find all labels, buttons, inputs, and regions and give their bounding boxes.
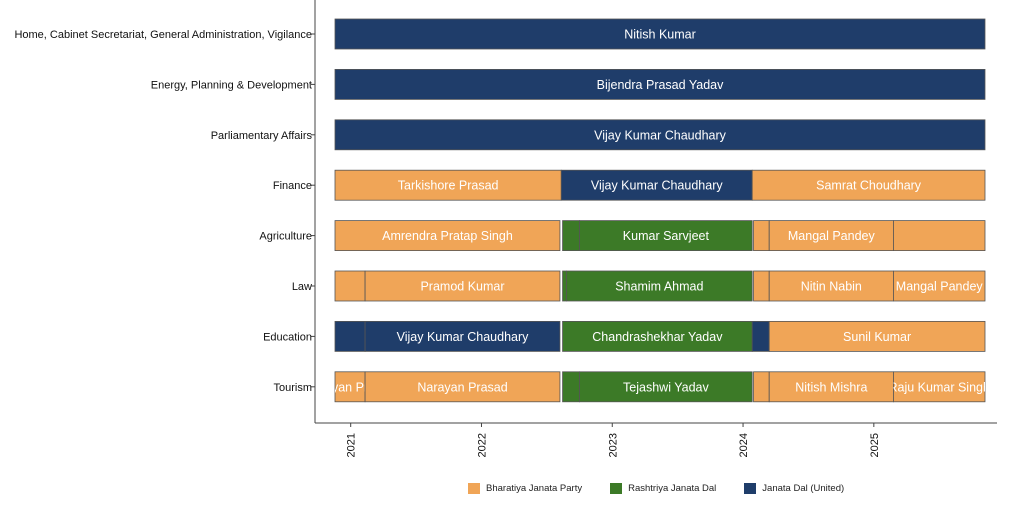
bar-segment [768, 371, 894, 403]
row-label: Tourism [273, 382, 312, 394]
bar-segment [562, 371, 580, 403]
bar-segment [562, 270, 567, 302]
row-label: Home, Cabinet Secretariat, General Admin… [14, 29, 312, 41]
bar-label: Mangal Pandey [788, 229, 876, 243]
bar-segment [893, 371, 986, 403]
legend-swatch-jdu [744, 483, 757, 494]
legend-swatch-rjd [610, 483, 623, 494]
bar-label: Chandrashekhar Yadav [592, 330, 723, 344]
legend-label-bjp: Bharatiya Janata Party [486, 483, 583, 494]
x-tick-label: 2021 [346, 433, 358, 457]
bar-label: Vijay Kumar Chaudhary [594, 128, 727, 142]
bar-segment [364, 270, 561, 302]
bar-label: Narayan Prasad [305, 380, 395, 394]
bar-label: Narayan Prasad [417, 380, 507, 394]
x-tick-label: 2024 [738, 433, 750, 457]
bar-label: Samrat Choudhary [816, 179, 922, 193]
bar-segment [768, 270, 894, 302]
bar-label: Kumar Sarvjeet [623, 229, 710, 243]
x-tick-label: 2023 [607, 433, 619, 457]
legend-item-bjp: Bharatiya Janata Party [468, 483, 582, 494]
bar-label: Mangal Pandey [896, 280, 984, 294]
row-label: Education [263, 331, 312, 343]
bar-segment [334, 320, 366, 352]
legend-item-rjd: Rashtriya Janata Dal [610, 483, 716, 494]
bar-segment [566, 270, 753, 302]
bar-segment [562, 320, 753, 352]
gantt-chart: Home, Cabinet Secretariat, General Admin… [14, 0, 997, 457]
legend-label-jdu: Janata Dal (United) [762, 483, 845, 494]
row-label: Finance [273, 180, 312, 192]
bar-segment [364, 320, 561, 352]
bar-segment [768, 320, 986, 352]
x-tick-label: 2025 [869, 433, 881, 457]
bar-label: Amrendra Pratap Singh [382, 229, 513, 243]
bar-segment [579, 220, 753, 252]
bar-segment [753, 371, 770, 403]
row-label: Agriculture [259, 231, 312, 243]
bar-label: Tejashwi Yadav [623, 380, 709, 394]
legend-item-jdu: Janata Dal (United) [744, 483, 844, 494]
bar-segment [334, 371, 366, 403]
bar-segment [334, 270, 366, 302]
bar-label: Nitish Mishra [795, 380, 867, 394]
bar-label: Bijendra Prasad Yadav [597, 78, 724, 92]
bar-segment [751, 320, 770, 352]
bar-segment [753, 220, 770, 252]
bar-segment [893, 270, 986, 302]
bar-label: Tarkishore Prasad [398, 179, 499, 193]
row-label: Parliamentary Affairs [211, 130, 313, 142]
bar-label: Raju Kumar Singh [888, 380, 989, 394]
bar-segment [364, 371, 561, 403]
bar-segment [334, 18, 986, 50]
bar-segment [893, 220, 986, 252]
row-label: Energy, Planning & Development [151, 79, 312, 91]
bar-segment [334, 220, 561, 252]
bar-label: Nitish Kumar [624, 28, 696, 42]
bar-segment [560, 169, 753, 201]
bar-segment [579, 371, 753, 403]
bar-segment [334, 69, 986, 100]
bar-label: Nitin Nabin [801, 280, 862, 294]
row-label: Law [292, 281, 312, 293]
bar-segment [753, 270, 770, 302]
legend-label-rjd: Rashtriya Janata Dal [628, 483, 717, 494]
bar-segment [751, 169, 986, 201]
bar-label: Vijay Kumar Chaudhary [397, 330, 530, 344]
bar-label: Sunil Kumar [843, 330, 911, 344]
bar-label: Shamim Ahmad [615, 280, 703, 294]
bar-label: Vijay Kumar Chaudhary [591, 179, 724, 193]
bar-segment [562, 220, 580, 252]
x-tick-label: 2022 [476, 433, 488, 457]
bar-segment [768, 220, 894, 252]
bar-segment [334, 169, 562, 201]
bar-label: Pramod Kumar [420, 280, 504, 294]
bar-segment [334, 119, 986, 151]
legend-swatch-bjp [468, 483, 480, 494]
legend: Bharatiya Janata Party Rashtriya Janata … [468, 483, 844, 494]
